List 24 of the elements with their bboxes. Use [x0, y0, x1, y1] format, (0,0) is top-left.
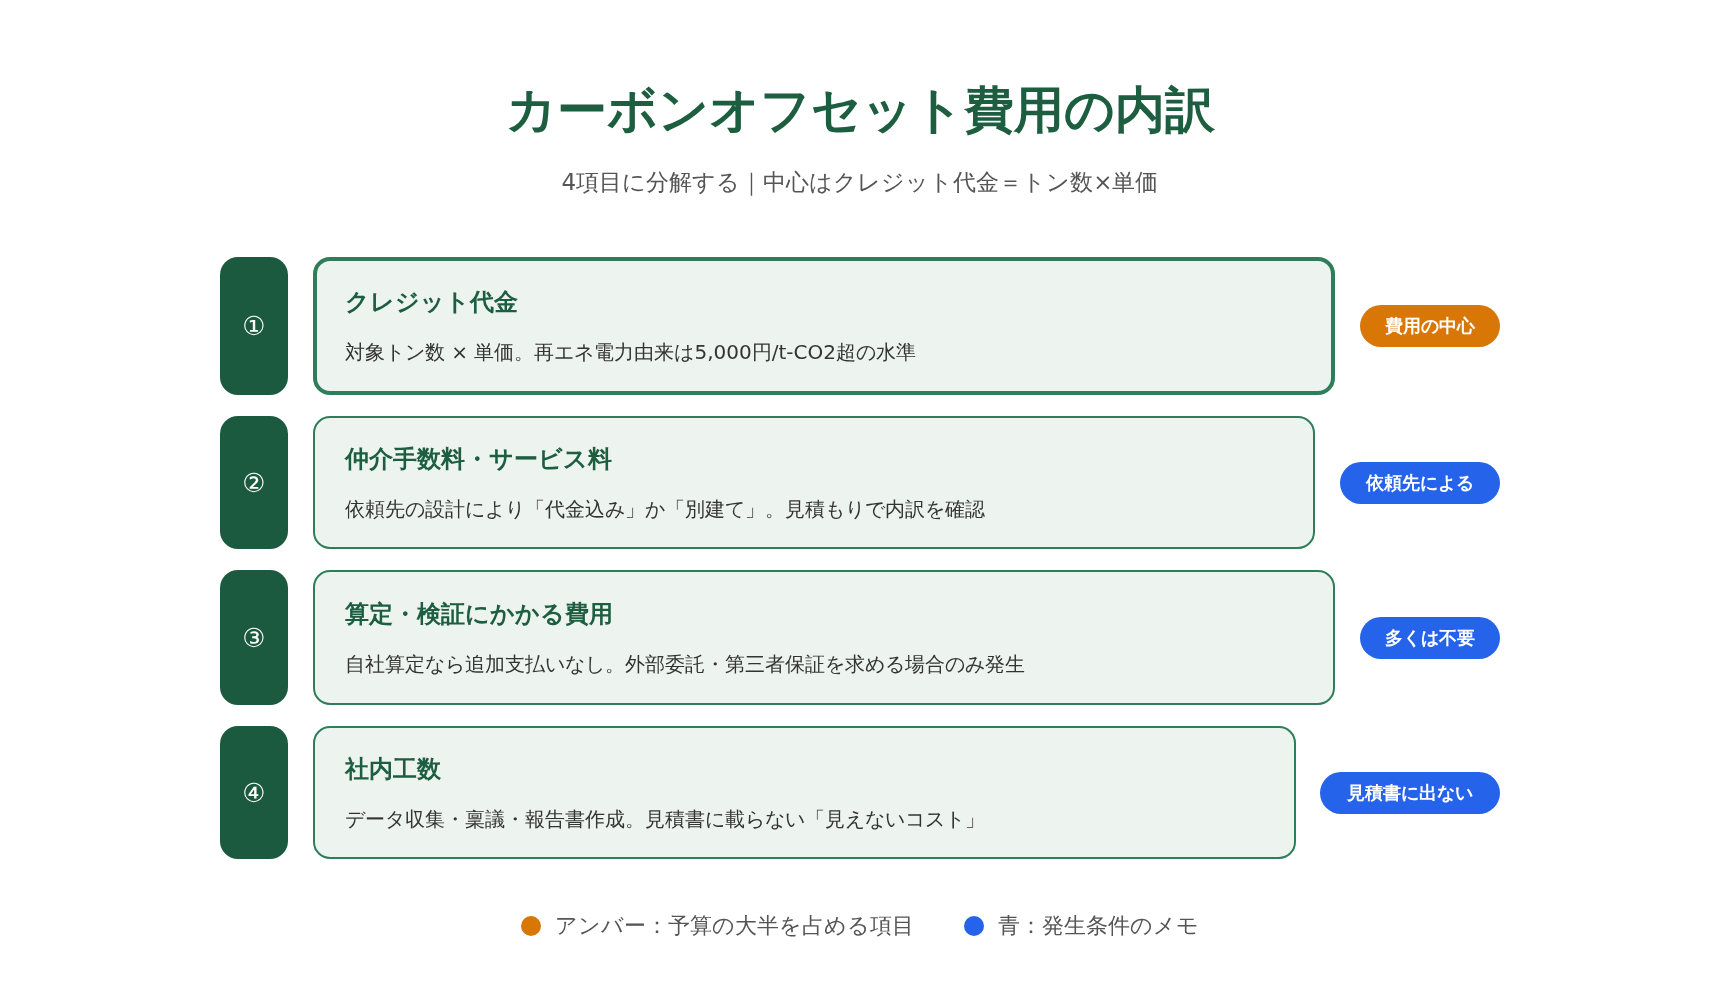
- item-description: 依頼先の設計により「代金込み」か「別建て」。見積もりで内訳を確認: [345, 495, 985, 523]
- cost-item-card: [313, 257, 1335, 395]
- number-tab: ④: [220, 726, 288, 859]
- number-tab: ③: [220, 570, 288, 705]
- note-badge: 費用の中心: [1360, 305, 1500, 347]
- item-heading: 仲介手数料・サービス料: [345, 443, 612, 475]
- number-tab: ①: [220, 257, 288, 395]
- item-heading: 算定・検証にかかる費用: [345, 598, 613, 630]
- item-description: 対象トン数 × 単価。再エネ電力由来は5,000円/t-CO2超の水準: [345, 339, 916, 366]
- cost-item-card: [313, 416, 1315, 549]
- number-tab: ②: [220, 416, 288, 549]
- note-badge: 多くは不要: [1360, 617, 1500, 659]
- cost-item-card: [313, 570, 1335, 705]
- legend-text: 青：発生条件のメモ: [998, 912, 1199, 940]
- item-heading: 社内工数: [345, 753, 441, 785]
- item-heading: クレジット代金: [345, 287, 518, 318]
- item-description: データ収集・稟議・報告書作成。見積書に載らない「見えないコスト」: [345, 805, 985, 833]
- legend-text: アンバー：予算の大半を占める項目: [555, 912, 914, 940]
- page-title: カーボンオフセット費用の内訳: [505, 80, 1215, 140]
- subtitle: 4項目に分解する｜中心はクレジット代金＝トン数×単価: [561, 168, 1159, 198]
- note-badge: 依頼先による: [1340, 462, 1500, 504]
- note-badge: 見積書に出ない: [1320, 772, 1500, 814]
- cost-item-card: [313, 726, 1296, 859]
- item-description: 自社算定なら追加支払いなし。外部委託・第三者保証を求める場合のみ発生: [345, 650, 1025, 678]
